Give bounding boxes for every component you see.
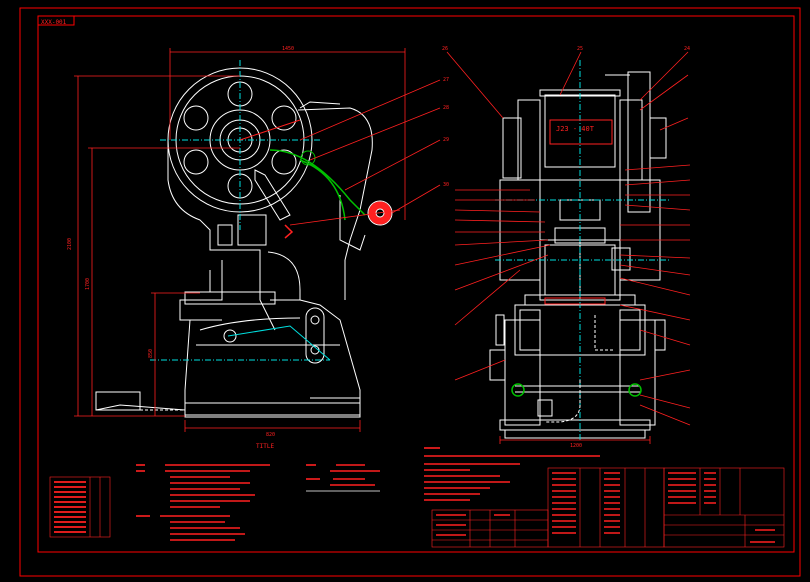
dim-height-1: 2100 bbox=[67, 238, 73, 250]
parts-list-rows bbox=[436, 472, 775, 543]
side-view-caption: TITLE bbox=[256, 443, 274, 450]
balloon: 25 bbox=[577, 46, 583, 52]
balloon: 28 bbox=[443, 105, 449, 111]
dim-base-width: 820 bbox=[266, 432, 275, 438]
balloon: 26 bbox=[442, 46, 448, 52]
parameter-table bbox=[49, 476, 111, 538]
balloon: 29 bbox=[443, 137, 449, 143]
dim-height-2: 1700 bbox=[85, 278, 91, 290]
balloon: 24 bbox=[684, 46, 690, 52]
side-balloons: 27 28 29 30 bbox=[443, 77, 449, 188]
corner-tag-box bbox=[37, 15, 75, 26]
parts-list bbox=[431, 467, 785, 548]
dim-height-3: 850 bbox=[148, 349, 154, 358]
side-view-dimensions bbox=[74, 48, 441, 432]
dim-width-top: 1450 bbox=[282, 46, 294, 52]
inner-frame bbox=[37, 15, 795, 553]
nameplate: J23 - 40T bbox=[556, 125, 595, 133]
balloon: 30 bbox=[443, 182, 449, 188]
parameter-table-rows bbox=[54, 481, 86, 533]
technical-notes bbox=[136, 464, 380, 541]
balloon: 27 bbox=[443, 77, 449, 83]
side-view bbox=[95, 67, 393, 418]
top-balloons: 26 25 24 bbox=[442, 46, 690, 52]
outer-frame bbox=[19, 7, 801, 577]
front-view-accents bbox=[495, 60, 670, 440]
corner-tag: XXX-001 bbox=[41, 19, 67, 26]
dim-front-base: 1200 bbox=[570, 443, 582, 449]
front-view-dimensions bbox=[446, 51, 691, 444]
side-view-accents bbox=[150, 60, 392, 361]
notes-block-right bbox=[424, 447, 600, 501]
